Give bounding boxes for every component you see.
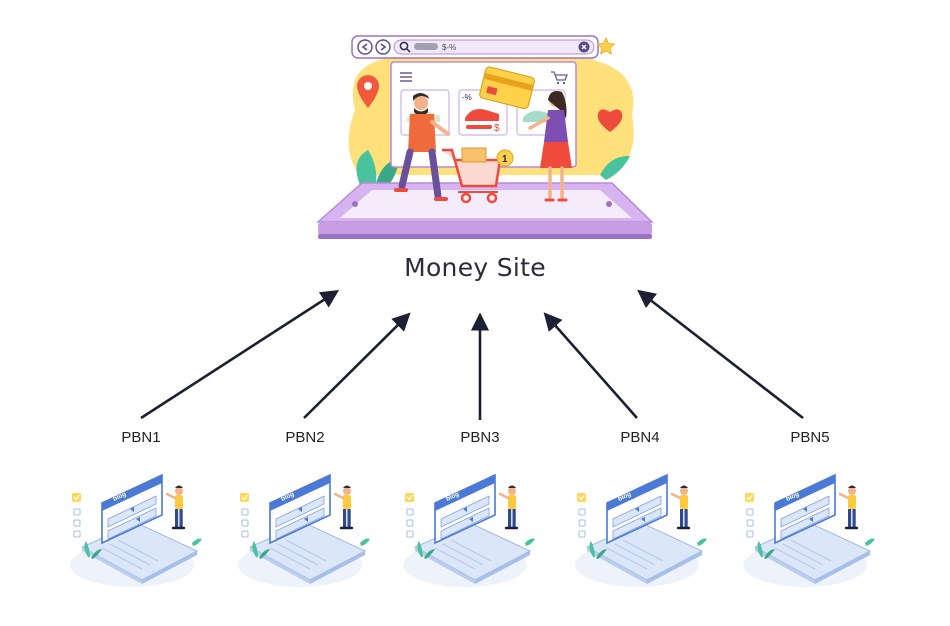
arrow-pbn1 (140, 290, 340, 420)
arrow-pbn5 (637, 289, 804, 420)
pbn5-label: PBN5 (790, 429, 830, 446)
link-arrows (140, 289, 804, 420)
pbn1-label: PBN1 (121, 429, 161, 446)
cart-count-badge (496, 149, 514, 167)
forward-icon (375, 39, 391, 55)
search-icon (399, 41, 411, 53)
money-site-illustration: $-% -% $ (316, 35, 654, 239)
back-icon (357, 39, 373, 55)
money-site-title: Money Site (404, 253, 546, 282)
pbn1-blog-illustration (68, 473, 204, 589)
star-icon (596, 37, 616, 55)
location-pin-icon (357, 75, 379, 108)
pbn2-label: PBN2 (285, 429, 325, 446)
list-icon (400, 72, 412, 82)
cart-count-text: 1 (502, 154, 508, 165)
arrow-pbn2 (303, 312, 411, 419)
pbn4-label: PBN4 (620, 429, 660, 446)
arrow-pbn4 (543, 312, 638, 419)
discount-tag-text: -% (462, 93, 472, 102)
heart-icon (597, 109, 623, 132)
pbn5-blog-illustration (741, 473, 877, 589)
price-tag-text: $ (494, 123, 500, 134)
pbn3-label: PBN3 (460, 429, 500, 446)
close-icon (578, 41, 590, 53)
cart-icon (551, 71, 568, 85)
pbn4-blog-illustration (573, 473, 709, 589)
search-field-text: $-% (442, 43, 456, 52)
pbn3-blog-illustration (401, 473, 537, 589)
pbn2-blog-illustration (236, 473, 372, 589)
